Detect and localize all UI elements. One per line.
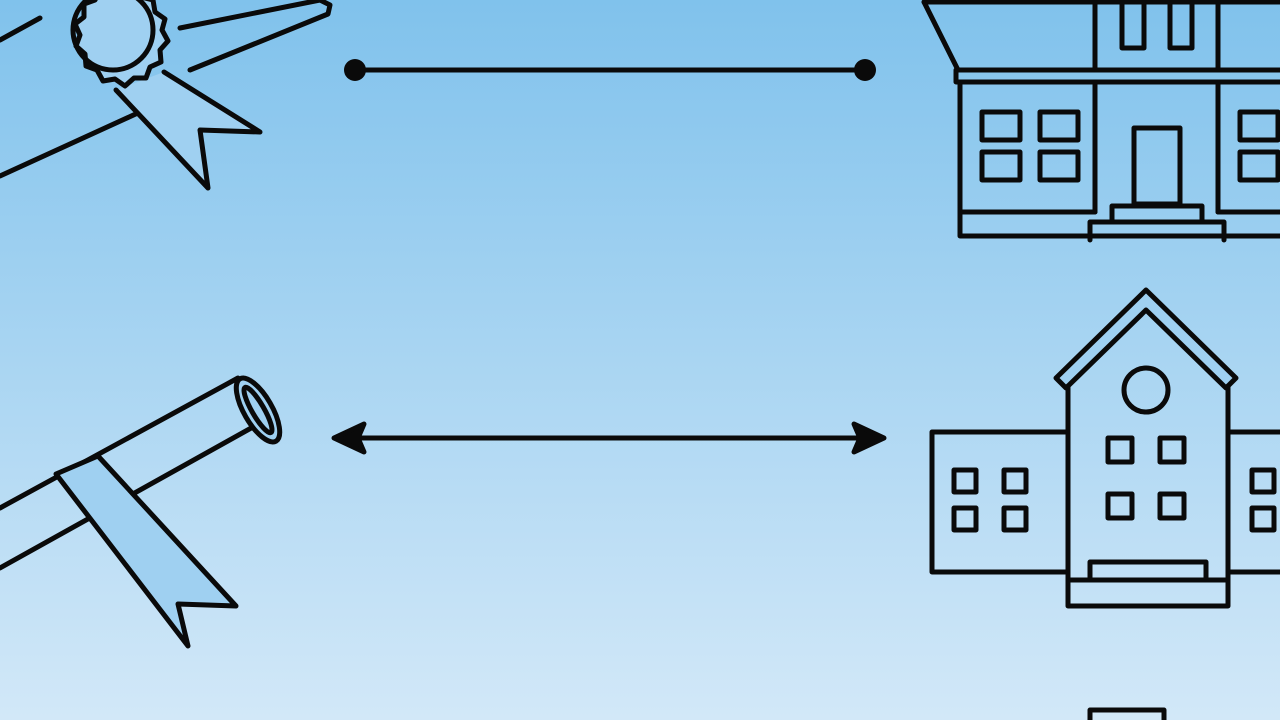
window xyxy=(951,467,979,495)
building-roof-icon xyxy=(1087,707,1167,720)
window xyxy=(1249,467,1277,495)
facade-outline xyxy=(957,79,1280,239)
school-building-icon xyxy=(921,0,1280,243)
steps-top xyxy=(1109,203,1205,225)
seal-inner-ring xyxy=(70,0,156,73)
tower-entrance-steps xyxy=(1065,559,1209,583)
window xyxy=(1157,491,1187,521)
window xyxy=(1037,109,1081,143)
left-wing xyxy=(929,429,1071,575)
central-tower xyxy=(1065,383,1231,609)
university-building-icon xyxy=(929,287,1280,609)
window xyxy=(1249,505,1277,533)
seal-rosette xyxy=(72,0,171,89)
tower-round-window xyxy=(1121,365,1171,415)
double-arrow-connector xyxy=(331,421,887,455)
certificate-with-seal-icon xyxy=(0,0,333,191)
certificate-right-edge xyxy=(177,0,333,73)
dot-line-connector xyxy=(344,59,876,81)
window xyxy=(979,149,1023,183)
arrowhead-left xyxy=(331,421,367,455)
window xyxy=(1001,467,1029,495)
tower-window-left xyxy=(1119,0,1147,51)
eave-band xyxy=(953,67,1280,85)
tower-window-right xyxy=(1167,0,1195,51)
window xyxy=(1105,491,1135,521)
steps-bottom xyxy=(1087,219,1227,243)
window xyxy=(1105,435,1135,465)
window xyxy=(1157,435,1187,465)
connector-dot-right xyxy=(854,59,876,81)
arrowhead-right xyxy=(851,421,887,455)
certificate-top-edge xyxy=(0,15,43,43)
scroll-end xyxy=(233,375,283,445)
seal-ribbon xyxy=(113,69,263,191)
certificate-bottom-edge xyxy=(0,109,143,179)
rolled-diploma-icon xyxy=(0,375,283,649)
window xyxy=(979,109,1023,143)
window xyxy=(1237,149,1280,183)
window xyxy=(1001,505,1029,533)
window xyxy=(1037,149,1081,183)
window xyxy=(1237,109,1280,143)
roof-fragment xyxy=(1087,707,1167,720)
diploma-ribbon xyxy=(53,453,239,649)
window xyxy=(951,505,979,533)
scroll-end-inner xyxy=(241,384,275,436)
connector-dot-left xyxy=(344,59,366,81)
